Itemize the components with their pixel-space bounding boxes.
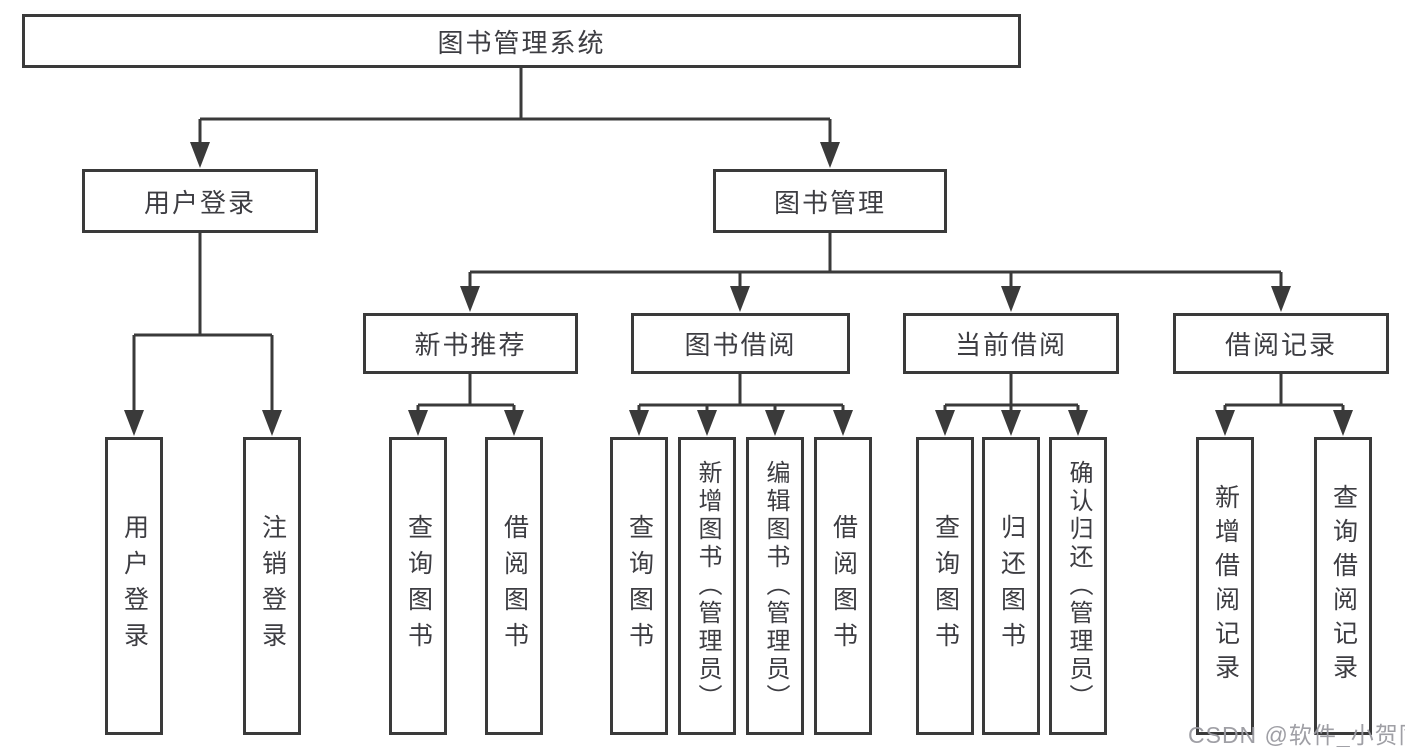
node-current-borrow: 当前借阅 — [903, 313, 1119, 374]
connector-root-to-level2 — [198, 68, 832, 148]
leaf-logout-login-label: 注销登录 — [258, 514, 287, 658]
connector-book-mgmt-to-modules — [468, 233, 1283, 292]
csdn-watermark: CSDN @软件_小贺同学 — [1188, 722, 1405, 747]
leaf-user-login-label: 用户登录 — [120, 514, 149, 658]
leaf-edit-book-admin: 编辑图书（管理员） — [746, 437, 804, 735]
leaf-query-books-borrow-label: 查询图书 — [625, 514, 654, 658]
node-book-borrow-label: 图书借阅 — [684, 330, 797, 360]
leaf-add-book-admin: 新增图书（管理员） — [678, 437, 736, 735]
leaf-confirm-return-admin: 确认归还（管理员） — [1049, 437, 1107, 735]
leaf-add-book-admin-label: 新增图书（管理员） — [694, 460, 721, 712]
leaf-return-book-label: 归还图书 — [997, 514, 1026, 658]
leaf-logout-login: 注销登录 — [243, 437, 301, 735]
node-new-book-recommend: 新书推荐 — [363, 313, 578, 374]
node-library-system: 图书管理系统 — [22, 14, 1021, 68]
node-new-book-recommend-label: 新书推荐 — [414, 330, 527, 360]
leaf-query-books-current-label: 查询图书 — [931, 514, 960, 658]
node-user-login: 用户登录 — [82, 169, 318, 233]
leaf-user-login: 用户登录 — [105, 437, 163, 735]
arrowhead-icons — [124, 142, 1353, 436]
connector-user-login-to-leaves — [132, 233, 274, 415]
leaf-query-books-recommend-label: 查询图书 — [404, 514, 433, 658]
connector-new-book-to-leaves — [416, 374, 516, 417]
leaf-query-books-recommend: 查询图书 — [389, 437, 447, 735]
leaf-borrow-book-recommend: 借阅图书 — [485, 437, 543, 735]
node-user-login-label: 用户登录 — [143, 187, 256, 218]
leaf-return-book: 归还图书 — [982, 437, 1040, 735]
node-book-management-label: 图书管理 — [773, 187, 886, 218]
leaf-add-borrow-record-label: 新增借阅记录 — [1211, 484, 1240, 688]
leaf-borrow-book-recommend-label: 借阅图书 — [500, 514, 529, 658]
leaf-query-books-borrow: 查询图书 — [610, 437, 668, 735]
node-current-borrow-label: 当前借阅 — [954, 330, 1067, 360]
leaf-borrow-book: 借阅图书 — [814, 437, 872, 735]
node-book-borrow: 图书借阅 — [631, 313, 850, 374]
node-library-system-label: 图书管理系统 — [437, 27, 606, 58]
leaf-confirm-return-admin-label: 确认归还（管理员） — [1065, 460, 1092, 712]
leaf-add-borrow-record: 新增借阅记录 — [1196, 437, 1254, 735]
leaf-query-borrow-record-label: 查询借阅记录 — [1329, 484, 1358, 688]
node-borrow-records: 借阅记录 — [1173, 313, 1389, 374]
leaf-borrow-book-label: 借阅图书 — [829, 514, 858, 658]
node-borrow-records-label: 借阅记录 — [1224, 330, 1337, 360]
connector-book-borrow-to-leaves — [637, 374, 845, 417]
leaf-query-borrow-record: 查询借阅记录 — [1314, 437, 1372, 735]
leaf-query-books-current: 查询图书 — [916, 437, 974, 735]
node-book-management: 图书管理 — [713, 169, 947, 233]
leaf-edit-book-admin-label: 编辑图书（管理员） — [762, 460, 789, 712]
connector-borrow-records-to-leaves — [1223, 374, 1345, 417]
